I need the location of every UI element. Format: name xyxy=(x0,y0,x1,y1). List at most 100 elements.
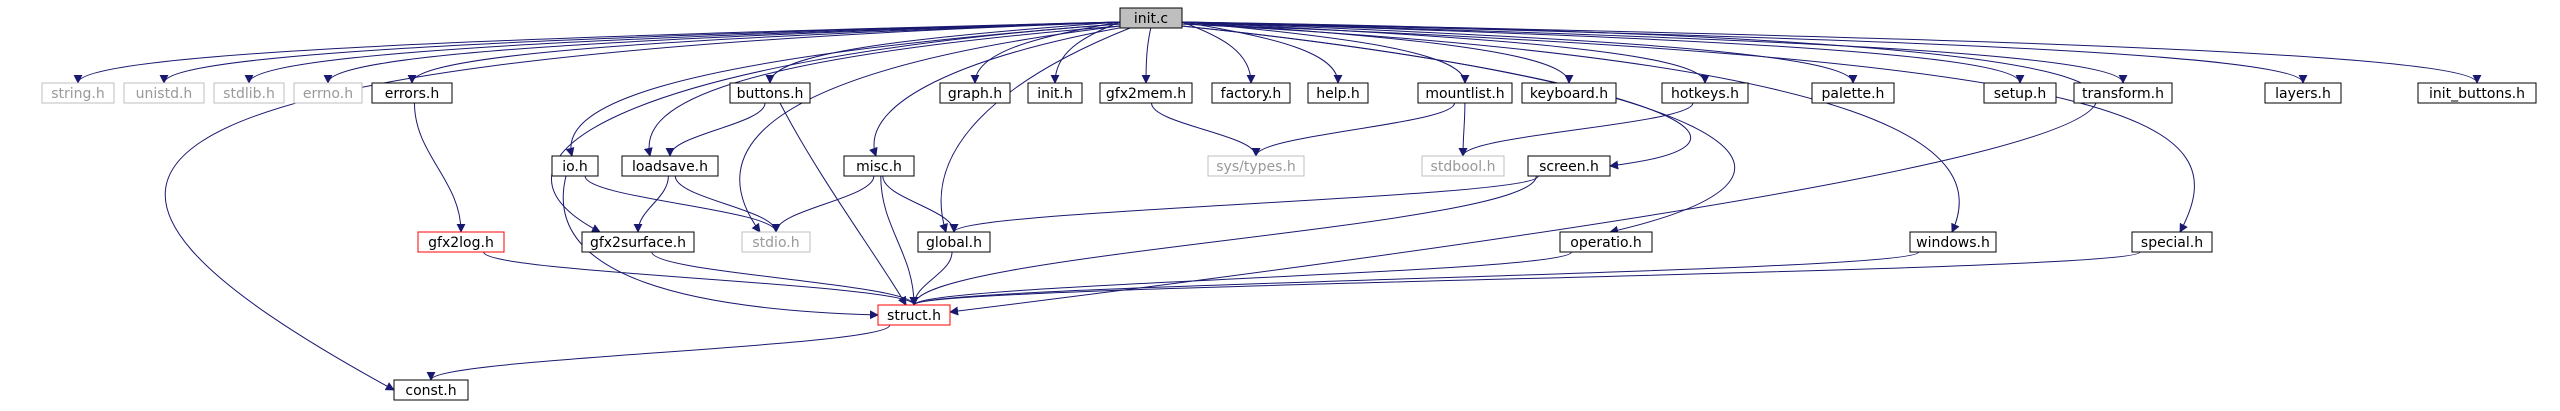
node-box xyxy=(621,155,719,177)
node-box xyxy=(1027,82,1083,104)
edge-init_c-to-mountlist_h xyxy=(1181,21,1470,84)
node-label: screen.h xyxy=(1539,159,1599,175)
node-box xyxy=(1521,82,1617,104)
edge-init_c-to-stdio_h xyxy=(739,25,1121,233)
node-init-c[interactable]: init.c xyxy=(1119,7,1183,29)
edge-init_c-to-init_buttons_h xyxy=(1181,21,2482,84)
node-errors-h[interactable]: errors.h xyxy=(371,82,453,104)
node-box xyxy=(293,82,363,104)
node-buttons-h[interactable]: buttons.h xyxy=(729,82,811,104)
edge-init_c-to-errno_h xyxy=(323,21,1121,84)
node-layers-h[interactable]: layers.h xyxy=(2264,82,2342,104)
edge-struct_h-to-const_h xyxy=(426,324,891,381)
node-box xyxy=(2131,231,2213,253)
node-sys-types-h: sys/types.h xyxy=(1207,155,1305,177)
node-label: init.c xyxy=(1134,11,1168,27)
edge-init_c-to-keyboard_h xyxy=(1181,21,1574,84)
node-errno-h: errno.h xyxy=(293,82,363,104)
node-label: help.h xyxy=(1316,86,1360,102)
node-label: unistd.h xyxy=(136,86,193,102)
node-box xyxy=(1307,82,1369,104)
node-box xyxy=(741,231,811,253)
node-transform-h[interactable]: transform.h xyxy=(2073,82,2173,104)
node-operatio-h[interactable]: operatio.h xyxy=(1559,231,1653,253)
edge-init_c-to-struct_h xyxy=(949,21,2098,316)
node-box xyxy=(371,82,453,104)
node-windows-h[interactable]: windows.h xyxy=(1909,231,1997,253)
node-mountlist-h[interactable]: mountlist.h xyxy=(1417,82,1513,104)
edge-init_c-to-gfx2mem_h xyxy=(1141,27,1152,84)
node-stdbool-h: stdbool.h xyxy=(1421,155,1505,177)
node-help-h[interactable]: help.h xyxy=(1307,82,1369,104)
edge-init_c-to-stdlib_h xyxy=(244,21,1121,84)
node-keyboard-h[interactable]: keyboard.h xyxy=(1521,82,1617,104)
node-label: global.h xyxy=(926,235,982,251)
node-label: layers.h xyxy=(2275,86,2331,102)
node-init-h[interactable]: init.h xyxy=(1027,82,1083,104)
node-struct-h[interactable]: struct.h xyxy=(877,304,951,326)
node-label: special.h xyxy=(2141,235,2203,251)
edge-init_c-to-graph_h xyxy=(970,21,1121,84)
node-label: struct.h xyxy=(887,308,941,324)
node-label: factory.h xyxy=(1221,86,1282,102)
edge-init_c-to-windows_h xyxy=(1181,23,1960,233)
node-init-buttons-h[interactable]: init_buttons.h xyxy=(2417,82,2537,104)
edge-init_c-to-errors_h xyxy=(407,21,1121,84)
node-label: gfx2surface.h xyxy=(590,235,686,251)
node-box xyxy=(843,155,915,177)
node-box xyxy=(729,82,811,104)
node-box xyxy=(1211,82,1291,104)
node-global-h[interactable]: global.h xyxy=(917,231,991,253)
node-loadsave-h[interactable]: loadsave.h xyxy=(621,155,719,177)
node-const-h[interactable]: const.h xyxy=(393,379,469,401)
node-label: gfx2log.h xyxy=(428,235,494,251)
node-gfx2surface-h[interactable]: gfx2surface.h xyxy=(581,231,695,253)
node-graph-h[interactable]: graph.h xyxy=(939,82,1011,104)
node-label: graph.h xyxy=(948,86,1002,102)
node-label: transform.h xyxy=(2082,86,2164,102)
node-label: errors.h xyxy=(385,86,440,102)
edge-misc_h-to-struct_h xyxy=(880,175,919,306)
edges-layer xyxy=(73,21,2482,391)
node-label: keyboard.h xyxy=(1530,86,1608,102)
node-hotkeys-h[interactable]: hotkeys.h xyxy=(1661,82,1749,104)
node-palette-h[interactable]: palette.h xyxy=(1811,82,1895,104)
node-misc-h[interactable]: misc.h xyxy=(843,155,915,177)
node-factory-h[interactable]: factory.h xyxy=(1211,82,1291,104)
node-gfx2log-h[interactable]: gfx2log.h xyxy=(417,231,505,253)
node-box xyxy=(551,155,599,177)
node-label: setup.h xyxy=(1994,86,2046,102)
node-label: init.h xyxy=(1037,86,1072,102)
edge-windows_h-to-struct_h xyxy=(909,251,1920,306)
node-special-h[interactable]: special.h xyxy=(2131,231,2213,253)
node-label: gfx2mem.h xyxy=(1106,86,1186,102)
node-label: string.h xyxy=(51,86,105,102)
node-setup-h[interactable]: setup.h xyxy=(1983,82,2057,104)
node-gfx2mem-h[interactable]: gfx2mem.h xyxy=(1099,82,1193,104)
node-label: const.h xyxy=(405,383,456,399)
edge-init_c-to-gfx2surface_h xyxy=(551,23,1121,233)
node-box xyxy=(123,82,205,104)
edge-loadsave_h-to-stdio_h xyxy=(674,175,781,233)
node-label: stdbool.h xyxy=(1431,159,1496,175)
edge-hotkeys_h-to-stdbool_h xyxy=(1458,102,1694,157)
node-box xyxy=(581,231,695,253)
edge-io_h-to-struct_h xyxy=(562,175,879,320)
edge-init_c-to-hotkeys_h xyxy=(1181,21,1710,84)
node-label: stdio.h xyxy=(752,235,799,251)
node-label: palette.h xyxy=(1822,86,1885,102)
node-screen-h[interactable]: screen.h xyxy=(1527,155,1611,177)
edge-gfx2log_h-to-struct_h xyxy=(483,251,919,306)
edge-screen_h-to-struct_h xyxy=(909,175,1537,306)
edge-gfx2mem_h-to-sys_types_h xyxy=(1151,102,1261,157)
node-io-h[interactable]: io.h xyxy=(551,155,599,177)
node-box xyxy=(1421,155,1505,177)
node-stdlib-h: stdlib.h xyxy=(213,82,285,104)
node-label: hotkeys.h xyxy=(1671,86,1739,102)
edge-screen_h-to-global_h xyxy=(949,175,1539,233)
node-box xyxy=(1909,231,1997,253)
edge-misc_h-to-stdio_h xyxy=(771,175,875,233)
node-label: operatio.h xyxy=(1570,235,1641,251)
node-box xyxy=(2264,82,2342,104)
